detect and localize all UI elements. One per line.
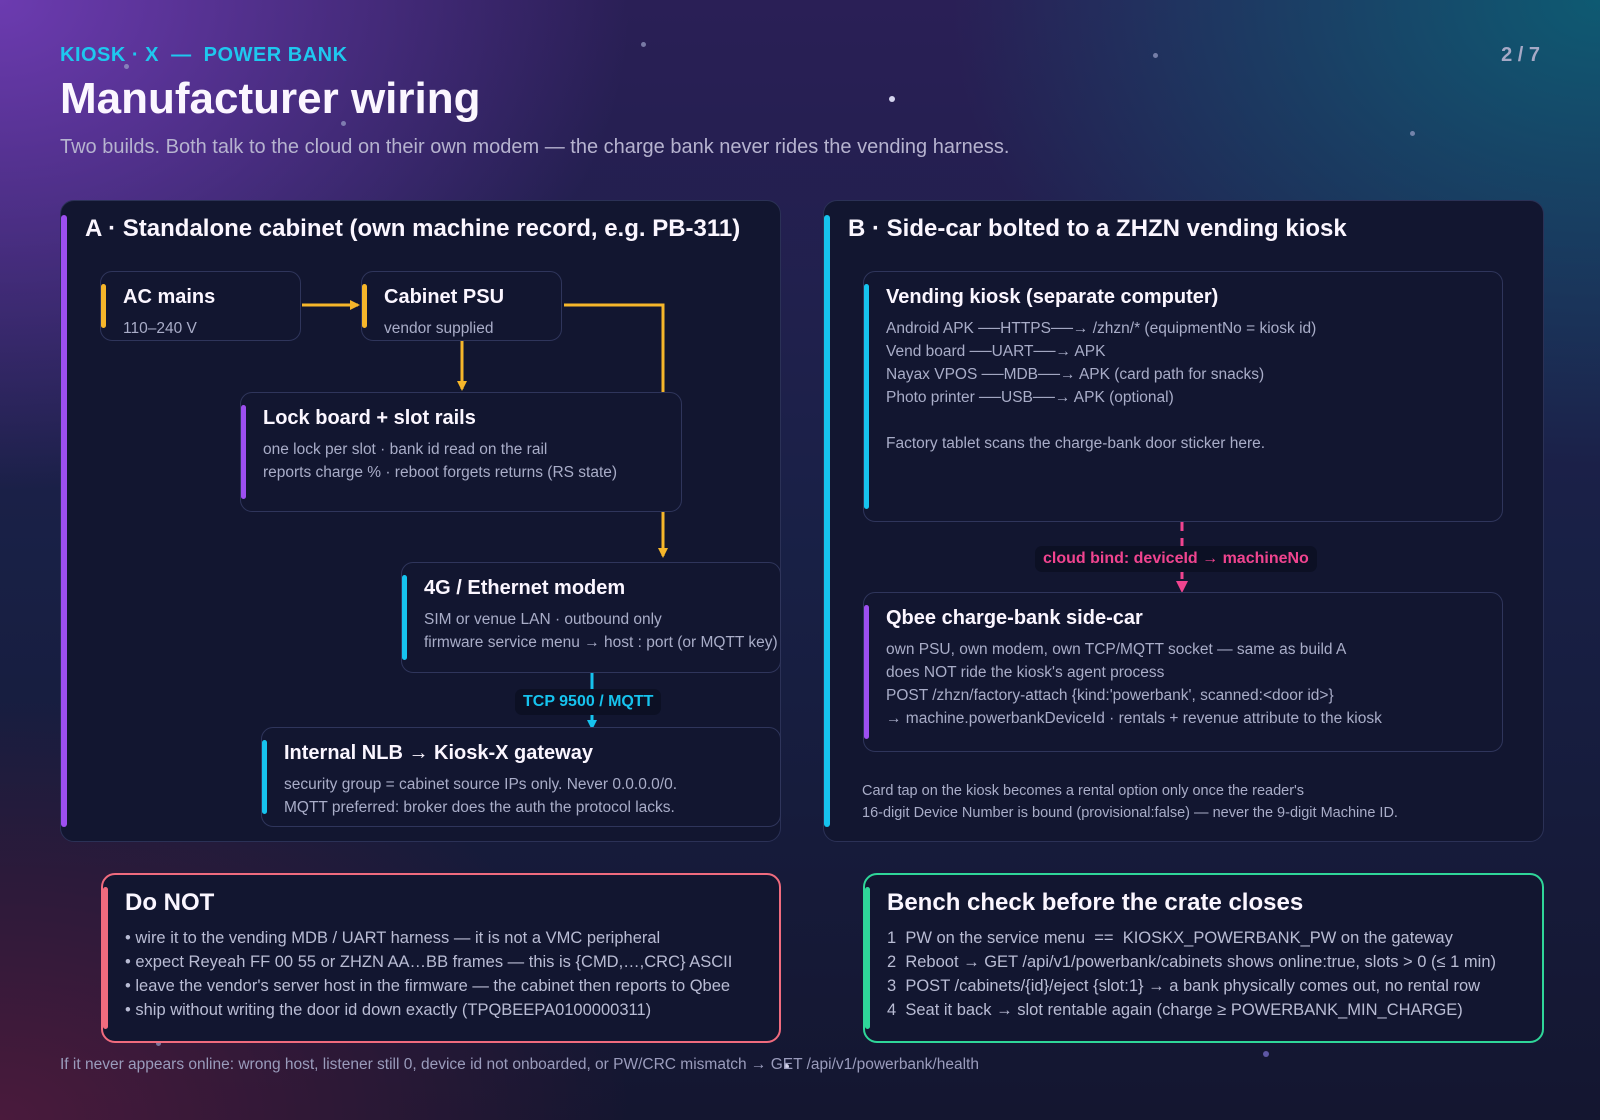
star-dot xyxy=(1263,1051,1269,1057)
node-cabinet-psu: Cabinet PSU vendor supplied xyxy=(361,271,562,341)
node-line: Android APK ──HTTPS──→ /zhzn/* (equipmen… xyxy=(886,320,1317,337)
node-title: Cabinet PSU xyxy=(384,286,505,308)
node-modem: 4G / Ethernet modem SIM or venue LAN · o… xyxy=(401,562,781,673)
bench-check-title: Bench check before the crate closes xyxy=(887,889,1304,916)
node-line: Vend board ──UART──→ APK xyxy=(886,343,1106,360)
footer-troubleshoot: If it never appears online: wrong host, … xyxy=(60,1056,979,1073)
node-line: MQTT preferred: broker does the auth the… xyxy=(284,799,675,816)
node-line: security group = cabinet source IPs only… xyxy=(284,776,678,793)
star-dot xyxy=(641,42,646,47)
panel-b-note: Card tap on the kiosk becomes a rental o… xyxy=(823,780,1544,830)
bench-check-step: 4 Seat it back → slot rentable again (ch… xyxy=(887,1001,1463,1019)
panel-accent-bar xyxy=(824,215,830,827)
callout-accent-bar xyxy=(865,887,870,1029)
star-dot xyxy=(1410,131,1415,136)
callout-accent-bar xyxy=(103,887,108,1029)
node-line: POST /zhzn/factory-attach {kind:'powerba… xyxy=(886,687,1334,704)
node-title: AC mains xyxy=(123,286,216,308)
star-dot xyxy=(784,1064,789,1069)
cloud-bind-label: cloud bind: deviceId → machineNo xyxy=(1035,546,1317,572)
star-dot xyxy=(341,121,346,126)
node-line: vendor supplied xyxy=(384,320,494,337)
node-lock-board: Lock board + slot rails one lock per slo… xyxy=(240,392,682,512)
star-dot xyxy=(156,1041,161,1046)
panel-a-title: A · Standalone cabinet (own machine reco… xyxy=(85,215,741,242)
node-ac-mains: AC mains 110–240 V xyxy=(100,271,301,341)
node-qbee-sidecar: Qbee charge-bank side-car own PSU, own m… xyxy=(863,592,1503,752)
star-dot xyxy=(1153,53,1158,58)
node-line: 110–240 V xyxy=(123,320,197,337)
node-accent-bar xyxy=(864,284,869,509)
node-title: Lock board + slot rails xyxy=(263,407,476,429)
do-not-title: Do NOT xyxy=(125,889,215,916)
node-accent-bar xyxy=(262,740,267,814)
node-line: does NOT ride the kiosk's agent process xyxy=(886,664,1165,681)
do-not-line: • ship without writing the door id down … xyxy=(125,1001,652,1019)
node-title: 4G / Ethernet modem xyxy=(424,577,626,599)
node-title: Qbee charge-bank side-car xyxy=(886,607,1143,629)
eyebrow: KIOSK · X — POWER BANK xyxy=(60,44,348,66)
bench-check-callout: Bench check before the crate closes 1 PW… xyxy=(863,873,1544,1043)
node-gateway: Internal NLB → Kiosk-X gateway security … xyxy=(261,727,781,827)
node-line: SIM or venue LAN · outbound only xyxy=(424,611,662,628)
node-line: one lock per slot · bank id read on the … xyxy=(263,441,548,458)
star-dot xyxy=(889,96,895,102)
bench-check-step: 1 PW on the service menu == KIOSKX_POWER… xyxy=(887,929,1453,947)
page-indicator: 2 / 7 xyxy=(1501,44,1540,66)
do-not-line: • leave the vendor's server host in the … xyxy=(125,977,731,995)
node-accent-bar xyxy=(241,405,246,499)
node-accent-bar xyxy=(402,575,407,660)
node-accent-bar xyxy=(362,284,367,328)
page-subtitle: Two builds. Both talk to the cloud on th… xyxy=(60,136,1010,158)
bench-check-step: 3 POST /cabinets/{id}/eject {slot:1} → a… xyxy=(887,977,1481,995)
do-not-line: • expect Reyeah FF 00 55 or ZHZN AA…BB f… xyxy=(125,953,733,971)
bench-check-step: 2 Reboot → GET /api/v1/powerbank/cabinet… xyxy=(887,953,1497,971)
node-line: Photo printer ──USB──→ APK (optional) xyxy=(886,389,1174,406)
note-line: 16-digit Device Number is bound (provisi… xyxy=(862,805,1398,821)
node-line: firmware service menu → host : port (or … xyxy=(424,634,778,651)
note-line: Card tap on the kiosk becomes a rental o… xyxy=(862,783,1305,799)
do-not-line: • wire it to the vending MDB / UART harn… xyxy=(125,929,661,947)
panel-b-title: B · Side-car bolted to a ZHZN vending ki… xyxy=(848,215,1347,242)
node-line: reports charge % · reboot forgets return… xyxy=(263,464,618,481)
do-not-callout: Do NOT • wire it to the vending MDB / UA… xyxy=(101,873,781,1043)
node-accent-bar xyxy=(864,605,869,739)
panel-accent-bar xyxy=(61,215,67,827)
node-line: own PSU, own modem, own TCP/MQTT socket … xyxy=(886,641,1347,658)
tcp-mqtt-label: TCP 9500 / MQTT xyxy=(515,689,662,715)
node-vending-kiosk: Vending kiosk (separate computer) Androi… xyxy=(863,271,1503,522)
node-line: Factory tablet scans the charge-bank doo… xyxy=(886,435,1266,452)
node-title: Internal NLB → Kiosk-X gateway xyxy=(284,742,593,764)
page-title: Manufacturer wiring xyxy=(60,74,481,123)
star-dot xyxy=(124,64,129,69)
node-accent-bar xyxy=(101,284,106,328)
node-title: Vending kiosk (separate computer) xyxy=(886,286,1219,308)
node-line: Nayax VPOS ──MDB──→ APK (card path for s… xyxy=(886,366,1265,383)
node-line: → machine.powerbankDeviceId · rentals + … xyxy=(886,710,1382,727)
